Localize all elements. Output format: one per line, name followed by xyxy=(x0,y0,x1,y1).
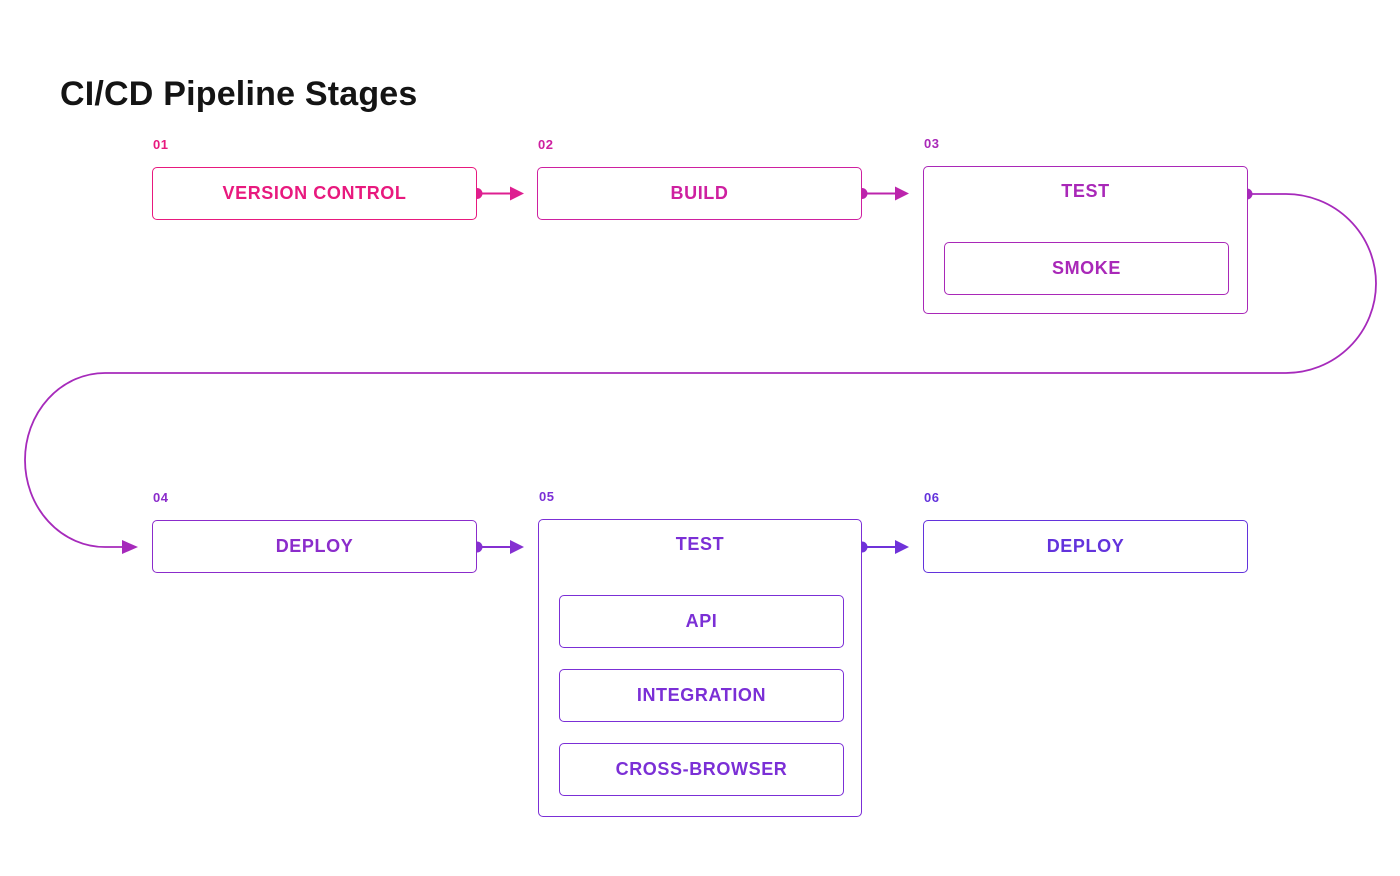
stage-deploy-production: 06 DEPLOY xyxy=(923,490,1248,573)
arrowhead-icon xyxy=(510,186,524,201)
connector-02-03 xyxy=(856,186,909,201)
arrowhead-icon xyxy=(122,540,138,554)
sub-box-smoke: SMOKE xyxy=(944,242,1229,295)
stage-box-deploy: DEPLOY xyxy=(152,520,477,573)
page-title: CI/CD Pipeline Stages xyxy=(60,74,418,113)
stage-box-title: TEST xyxy=(1061,181,1110,201)
stage-version-control: 01 VERSION CONTROL xyxy=(152,137,477,220)
arrowhead-icon xyxy=(510,540,524,554)
connector-05-06 xyxy=(856,540,909,554)
stage-number: 05 xyxy=(539,489,555,504)
stage-number: 06 xyxy=(924,490,940,505)
stage-box-title: TEST xyxy=(675,534,725,554)
stage-number: 03 xyxy=(924,136,940,151)
arrowhead-icon xyxy=(895,186,909,201)
stage-box-test: TEST SMOKE xyxy=(923,166,1248,314)
stage-box-deploy: DEPLOY xyxy=(923,520,1248,573)
stage-number: 02 xyxy=(538,137,554,152)
connector-04-05 xyxy=(471,540,524,554)
stage-number: 01 xyxy=(153,137,169,152)
stage-build: 02 BUILD xyxy=(537,137,862,220)
sub-box-cross-browser: CROSS-BROWSER xyxy=(559,743,844,796)
connector-01-02 xyxy=(471,186,524,201)
sub-box-api: API xyxy=(559,595,844,648)
stage-test-smoke: 03 TEST SMOKE xyxy=(923,136,1248,314)
stage-box-test: TEST API INTEGRATION CROSS-BROWSER xyxy=(538,519,862,817)
stage-box-version-control: VERSION CONTROL xyxy=(152,167,477,220)
stage-deploy-staging: 04 DEPLOY xyxy=(152,490,477,573)
stage-test-full: 05 TEST API INTEGRATION CROSS-BROWSER xyxy=(538,489,862,817)
stage-box-build: BUILD xyxy=(537,167,862,220)
stage-number: 04 xyxy=(153,490,169,505)
sub-box-integration: INTEGRATION xyxy=(559,669,844,722)
arrowhead-icon xyxy=(895,540,909,554)
